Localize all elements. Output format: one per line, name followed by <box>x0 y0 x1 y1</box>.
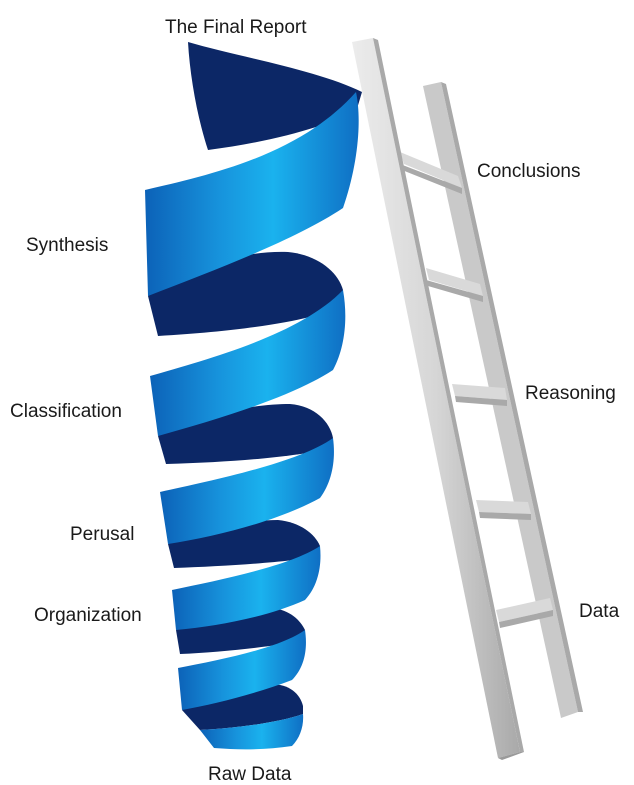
top-label: The Final Report <box>165 17 307 38</box>
ribbon-back-face <box>182 684 303 730</box>
ribbon-back-face <box>188 42 362 150</box>
ladder-rung <box>426 268 483 296</box>
ladder-label-data: Data <box>579 601 620 622</box>
ladder-rung <box>400 164 462 194</box>
ladder-back-rail-side <box>441 82 583 712</box>
ladder-front-rail-side <box>373 38 524 752</box>
ladder <box>352 38 583 760</box>
spiral-label-perusal: Perusal <box>70 524 135 545</box>
ribbon-front-face <box>145 92 359 296</box>
spiral-label-classification: Classification <box>10 401 122 422</box>
ribbon-front-face <box>178 630 306 710</box>
ladder-rung <box>455 396 507 406</box>
ladder-rung <box>496 598 553 622</box>
ladder-rung <box>452 384 507 400</box>
ribbon-front-face <box>150 290 346 436</box>
ladder-rungs <box>400 152 553 628</box>
spiral-label-organization: Organization <box>34 605 142 626</box>
ladder-rung <box>400 152 462 188</box>
ladder-label-reasoning: Reasoning <box>525 383 616 404</box>
ribbon-front-face <box>160 438 334 544</box>
ladder-rung <box>499 610 553 628</box>
bottom-label: Raw Data <box>208 764 292 785</box>
ladder-rung <box>426 280 483 302</box>
spiral-ribbon <box>145 42 362 750</box>
ladder-rung <box>479 512 531 520</box>
ladder-label-conclusions: Conclusions <box>477 161 581 182</box>
ladder-front-rail-foot <box>498 752 524 760</box>
ribbon-front-face <box>200 714 304 750</box>
ladder-front-rail <box>352 38 520 758</box>
ribbon-front-face <box>172 546 321 630</box>
spiral-label-synthesis: Synthesis <box>26 235 109 256</box>
ladder-rung <box>476 500 531 514</box>
